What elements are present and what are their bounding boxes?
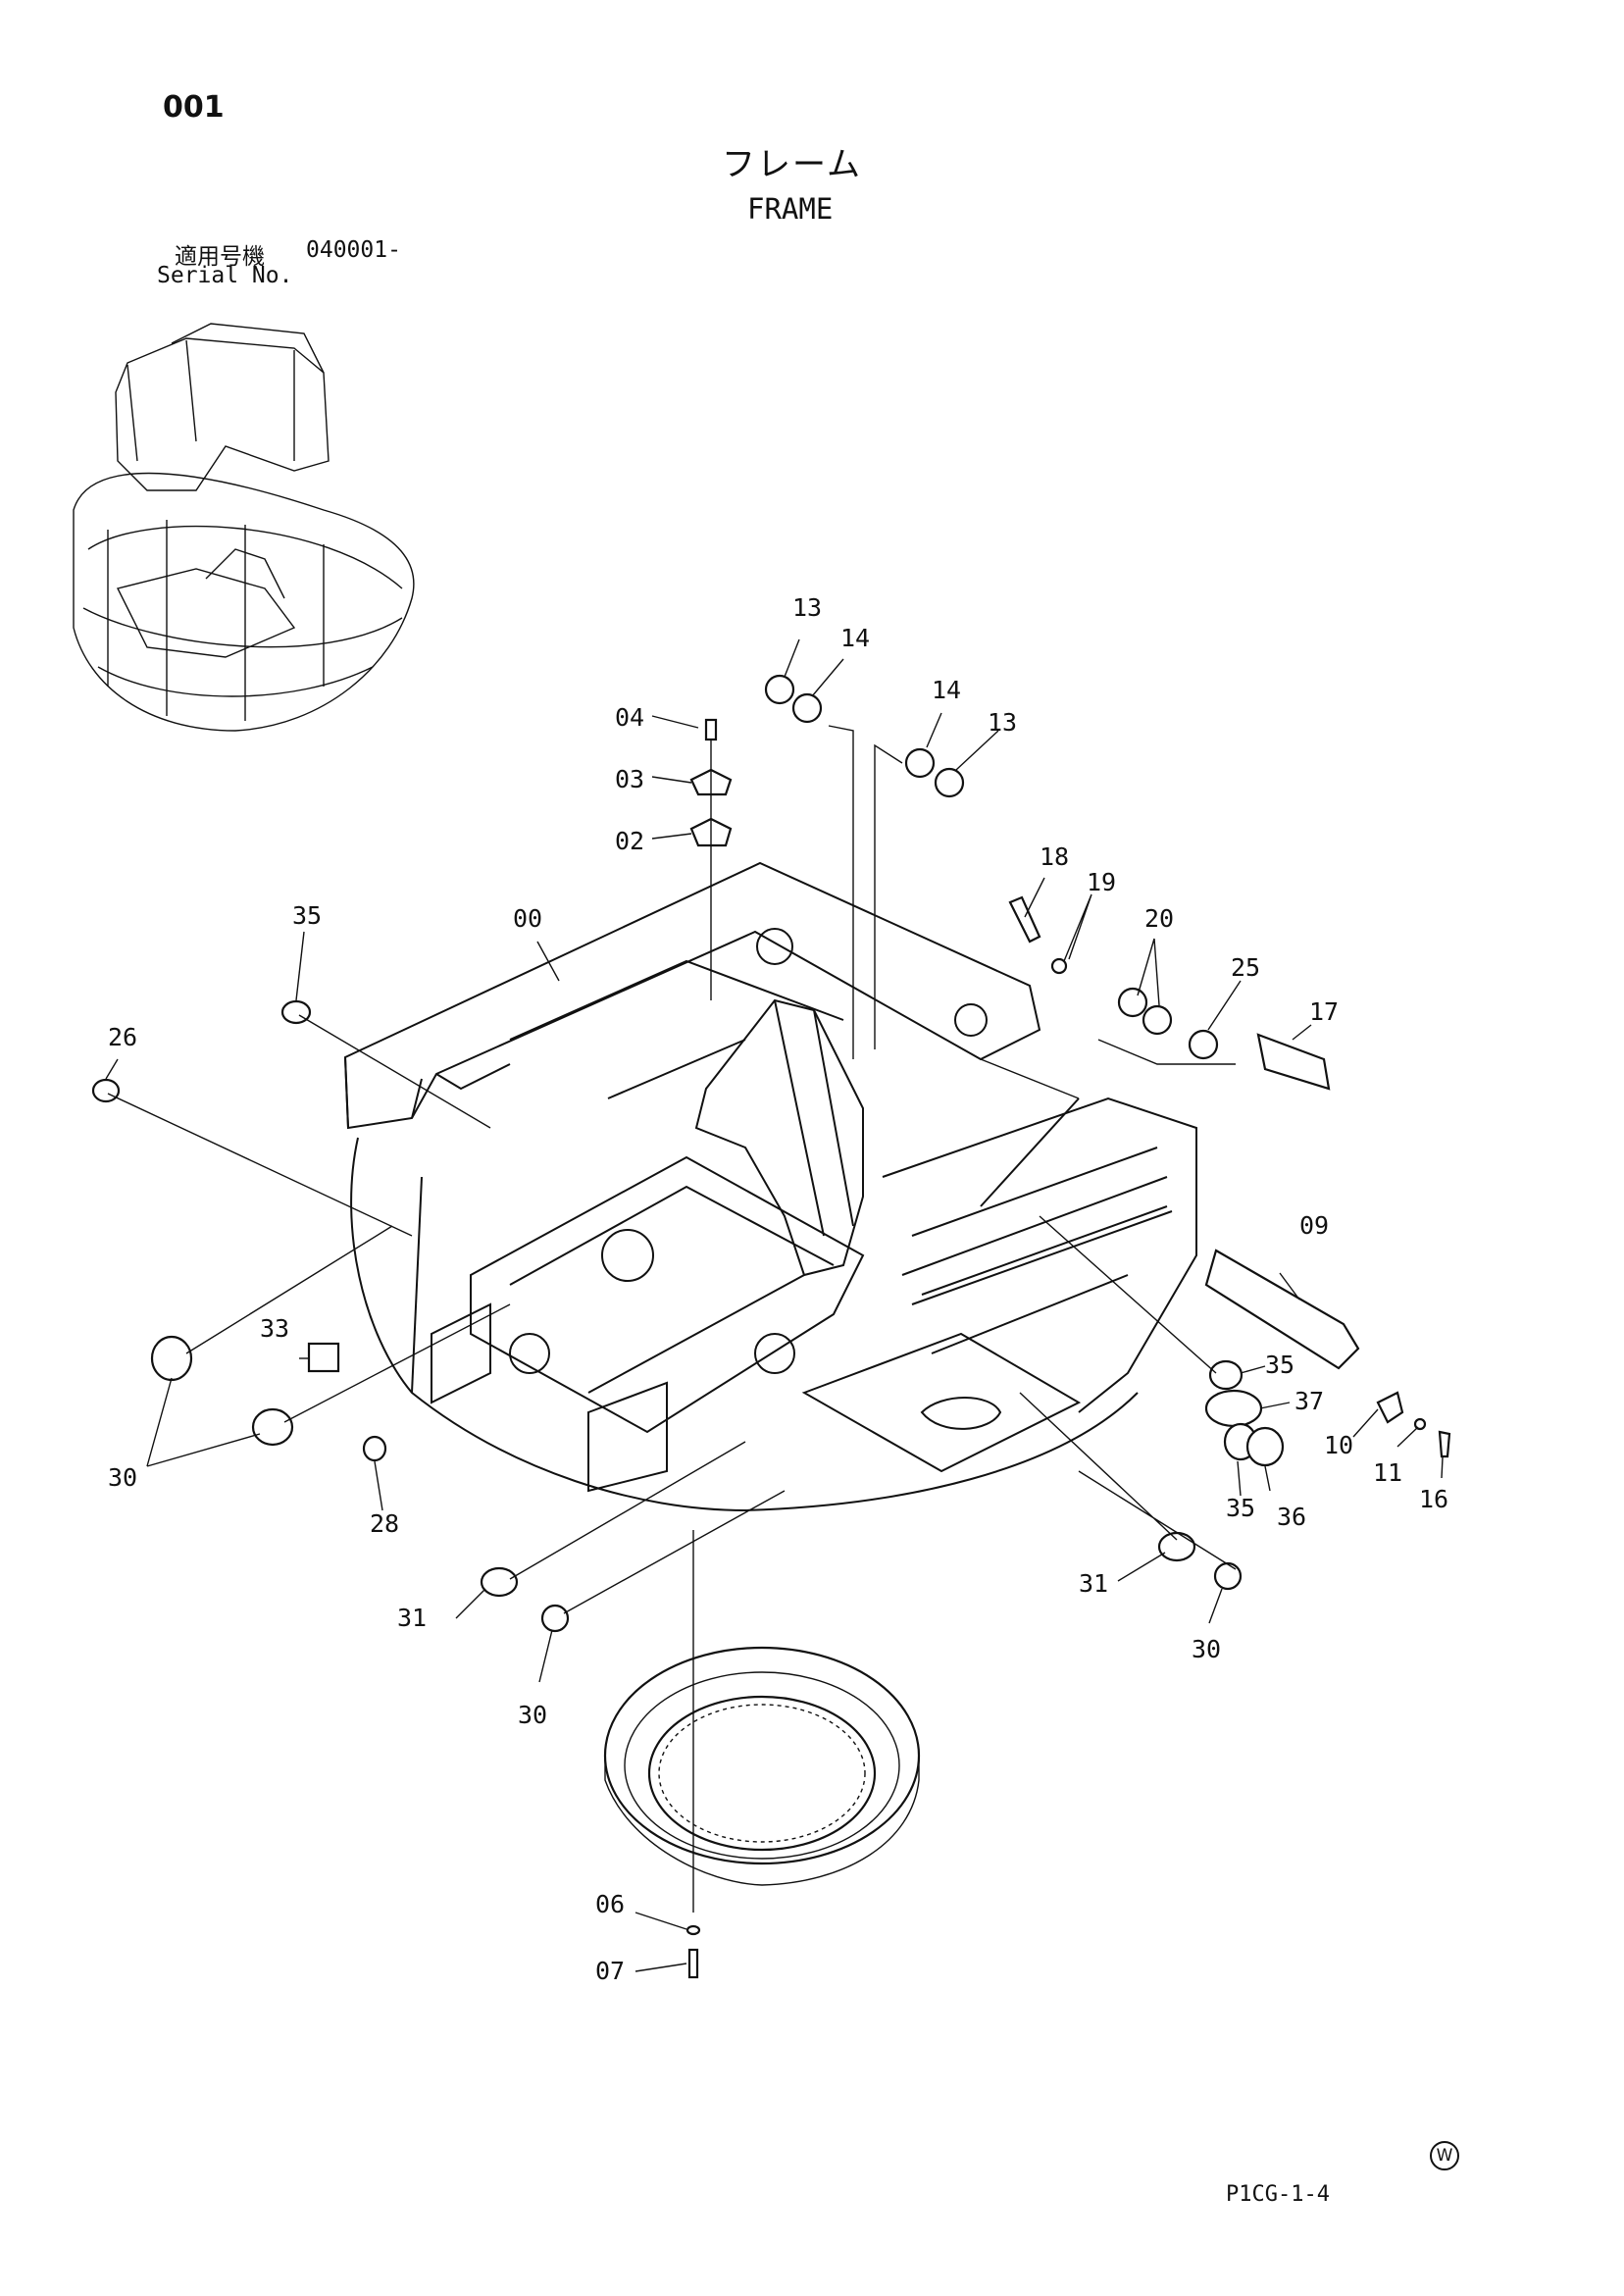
callout-31-left: 31 <box>397 1604 427 1632</box>
swing-bearing-ring <box>603 1646 921 1886</box>
callout-30-right: 30 <box>1192 1635 1221 1663</box>
callout-35-upper: 35 <box>292 901 322 930</box>
callout-02: 02 <box>615 827 644 855</box>
callout-14-left: 14 <box>840 624 870 652</box>
title-japanese: フレーム <box>722 145 862 184</box>
upper-frame-structure <box>343 861 1197 1512</box>
pin-assembly-upper <box>980 895 1331 1099</box>
title-english: FRAME <box>747 192 834 226</box>
callout-28: 30 <box>108 1463 137 1492</box>
washers-13-14 <box>764 674 965 1059</box>
plate-stack <box>689 718 733 1000</box>
callout-06: 06 <box>595 1890 625 1918</box>
callout-19: 20 <box>1144 904 1174 933</box>
w-mark-icon: W <box>1430 2141 1459 2170</box>
callout-35-right-upper: 35 <box>1265 1351 1294 1379</box>
callout-10: 10 <box>1324 1431 1353 1459</box>
callout-00: 00 <box>513 904 542 933</box>
bushings-and-seals <box>91 999 1285 1633</box>
page-code: P1CG-1-4 <box>1226 2182 1330 2207</box>
callout-26: 28 <box>370 1509 399 1538</box>
callout-20: 25 <box>1231 953 1260 982</box>
callout-15: 16 <box>1419 1485 1448 1513</box>
callout-18: 19 <box>1087 868 1116 896</box>
callout-25: 26 <box>108 1023 137 1051</box>
pin-assembly-lower <box>1204 1249 1451 1458</box>
callout-17: 18 <box>1040 842 1069 871</box>
callout-04: 04 <box>615 703 644 732</box>
callout-11: 11 <box>1373 1458 1402 1487</box>
bolt-and-washer <box>685 1530 701 1979</box>
serial-number-value: 040001- <box>306 237 401 263</box>
callout-07: 07 <box>595 1957 625 1985</box>
callout-16: 17 <box>1309 997 1339 1026</box>
excavator-overview-icon <box>73 323 415 732</box>
callout-36: 36 <box>1277 1503 1306 1531</box>
callout-09: 09 <box>1299 1211 1329 1240</box>
callout-33: 33 <box>260 1314 289 1343</box>
callout-30-left: 30 <box>518 1701 547 1729</box>
leader-lines <box>105 638 1444 1972</box>
callout-13-left: 13 <box>792 593 822 622</box>
callout-35-right-lower: 35 <box>1226 1494 1255 1522</box>
callout-31-right: 31 <box>1079 1569 1108 1598</box>
serial-label-english: Serial No. <box>157 263 293 288</box>
callout-03: 03 <box>615 765 644 793</box>
callout-37: 37 <box>1294 1387 1324 1415</box>
callout-13-right: 13 <box>988 708 1017 737</box>
callout-14-right: 14 <box>932 676 961 704</box>
callout-labels: 04 03 02 00 35 26 13 14 14 13 18 19 20 2… <box>108 593 1448 1985</box>
page-number: 001 <box>163 90 225 125</box>
serial-label-japanese: 適用号機 <box>175 244 265 270</box>
